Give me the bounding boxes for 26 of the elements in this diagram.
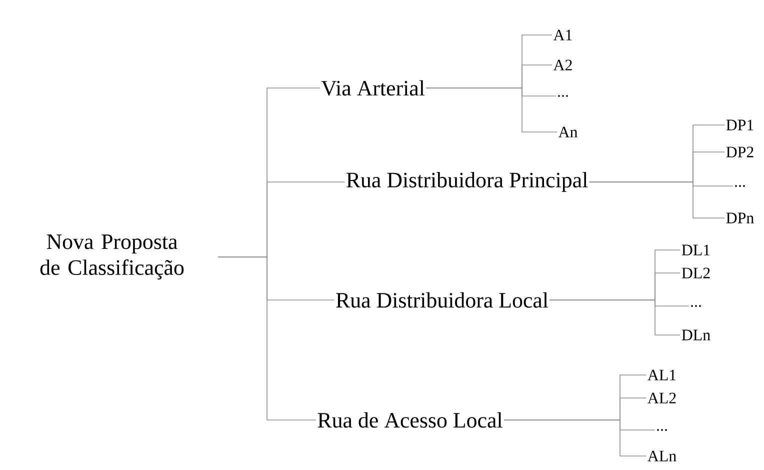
category-label: Via Arterial [321, 80, 425, 96]
leaf-label: AL2 [648, 392, 676, 404]
leaf-label: An [558, 126, 578, 138]
leaf-label: DPn [726, 212, 754, 224]
leaf-label: ... [558, 95, 568, 97]
bracket-line [218, 256, 316, 420]
bracket-line [426, 88, 558, 132]
leaf-label: DLn [682, 330, 710, 340]
category-label: Rua Distribuidora Principal [346, 172, 588, 192]
root-label: Nova Proposta de Classificação [40, 234, 184, 280]
leaf-label: DP2 [726, 146, 754, 158]
bracket-line [588, 182, 726, 218]
bracket-line [549, 300, 681, 336]
leaf-label: ... [735, 185, 745, 187]
bracket-line [504, 420, 647, 456]
leaf-label: A2 [553, 60, 572, 70]
leaf-label: A1 [553, 30, 572, 40]
leaf-label: AL1 [648, 370, 676, 380]
category-label: Rua de Acesso Local [318, 412, 502, 428]
category-label: Rua Distribuidora Local [336, 292, 548, 308]
leaf-label: ... [657, 429, 667, 431]
leaf-label: DL1 [682, 244, 710, 256]
leaf-label: DP1 [726, 120, 754, 130]
leaf-label: ... [691, 305, 701, 307]
leaf-label: ALn [648, 450, 676, 462]
leaf-label: DL2 [682, 268, 710, 278]
